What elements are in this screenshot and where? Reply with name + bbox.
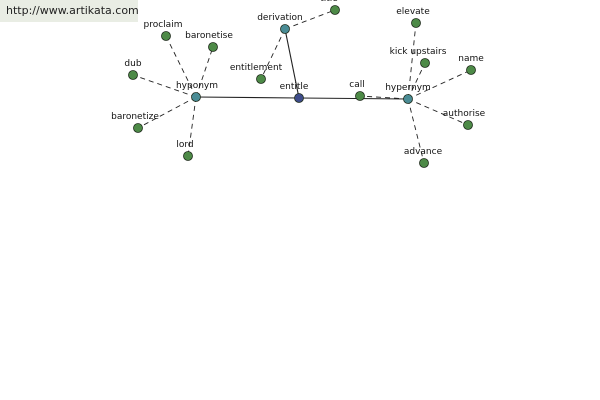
node-title[interactable] <box>330 5 340 15</box>
edge-derivation-entitlement <box>260 28 286 80</box>
node-label-lord[interactable]: lord <box>176 140 193 150</box>
node-advance[interactable] <box>419 158 429 168</box>
edge-hypernym-elevate <box>407 22 417 100</box>
node-label-baronetise[interactable]: baronetise <box>185 31 233 41</box>
edge-hypernym-name <box>407 69 472 100</box>
edge-hypernym-advance <box>407 98 425 164</box>
node-label-hypernym[interactable]: hypernym <box>385 83 431 93</box>
edge-hypernym-kick-upstairs <box>407 62 426 100</box>
node-label-hyponym[interactable]: hyponym <box>176 81 218 91</box>
node-entitlement[interactable] <box>256 74 266 84</box>
labels-layer: entitle hyponym derivation hypernym call proc… <box>111 0 486 157</box>
node-label-call[interactable]: call <box>349 80 364 90</box>
node-label-entitlement[interactable]: entitlement <box>230 63 283 73</box>
node-label-elevate[interactable]: elevate <box>396 7 430 17</box>
node-baronetise[interactable] <box>208 42 218 52</box>
edge-hyponym-baronetize <box>137 96 197 129</box>
node-baronetize[interactable] <box>133 123 143 133</box>
node-label-name[interactable]: name <box>458 54 484 64</box>
node-label-title[interactable]: title <box>320 0 338 4</box>
edge-entitle-hyponym <box>195 96 300 99</box>
edge-entitle-hypernym <box>298 97 409 100</box>
edges-layer <box>132 9 472 164</box>
node-label-kick-upstairs[interactable]: kick upstairs <box>390 47 447 57</box>
node-kick-upstairs[interactable] <box>420 58 430 68</box>
node-name[interactable] <box>466 65 476 75</box>
edge-hyponym-dub <box>132 74 197 98</box>
node-proclaim[interactable] <box>161 31 171 41</box>
node-hyponym[interactable] <box>191 92 201 102</box>
node-label-dub[interactable]: dub <box>124 59 141 69</box>
nodes-layer <box>128 5 476 168</box>
node-elevate[interactable] <box>411 18 421 28</box>
edge-hypernym-call <box>359 95 409 100</box>
node-label-proclaim[interactable]: proclaim <box>144 20 183 30</box>
node-authorise[interactable] <box>463 120 473 130</box>
node-dub[interactable] <box>128 70 138 80</box>
source-url-banner[interactable]: http://www.artikata.com <box>0 0 139 22</box>
node-label-derivation[interactable]: derivation <box>257 13 303 23</box>
node-derivation[interactable] <box>280 24 290 34</box>
node-call[interactable] <box>355 91 365 101</box>
node-lord[interactable] <box>183 151 193 161</box>
edge-hypernym-authorise <box>407 98 469 126</box>
node-entitle[interactable] <box>294 93 304 103</box>
node-label-authorise[interactable]: authorise <box>443 109 486 119</box>
edge-hyponym-proclaim <box>165 35 197 98</box>
node-label-baronetize[interactable]: baronetize <box>111 112 159 122</box>
edge-hyponym-lord <box>187 96 197 157</box>
node-label-advance[interactable]: advance <box>404 147 443 157</box>
node-hypernym[interactable] <box>403 94 413 104</box>
node-label-entitle[interactable]: entitle <box>280 82 309 92</box>
edge-entitle-derivation <box>284 28 300 99</box>
